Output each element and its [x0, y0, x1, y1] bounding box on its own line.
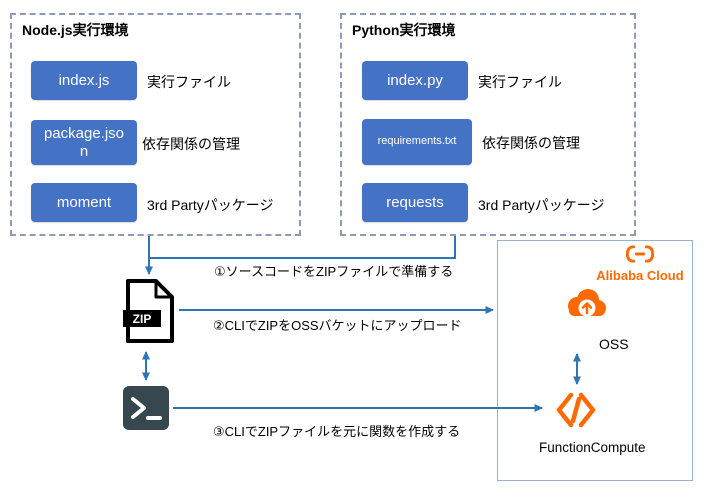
python-package-chip: requests — [362, 183, 468, 222]
python-package-desc: 3rd Partyパッケージ — [478, 197, 605, 213]
nodejs-package-desc: 3rd Partyパッケージ — [147, 197, 274, 213]
nodejs-package-chip: moment — [31, 183, 137, 222]
alibaba-cloud-label: Alibaba Cloud — [596, 268, 684, 283]
alibaba-cloud-logo: Alibaba Cloud — [588, 245, 692, 283]
step-2-label: ②CLIでZIPをOSSバケットにアップロード — [213, 318, 462, 333]
nodejs-dependency-desc: 依存関係の管理 — [142, 136, 240, 152]
nodejs-file-desc: 実行ファイル — [147, 74, 231, 90]
function-compute-label: FunctionCompute — [539, 440, 646, 455]
python-to-zip-connector — [150, 236, 456, 259]
nodejs-environment-box: Node.js実行環境 index.js 実行ファイル package.json… — [10, 13, 301, 236]
alibaba-brackets-icon — [625, 245, 655, 263]
nodejs-file-chip: index.js — [31, 61, 137, 100]
python-dependency-chip: requirements.txt — [362, 119, 472, 165]
alibaba-cloud-box: Alibaba Cloud OSS FunctionCompute — [497, 240, 693, 481]
python-file-chip: index.py — [362, 61, 468, 100]
python-box-title: Python実行環境 — [352, 22, 456, 38]
nodejs-box-title: Node.js実行環境 — [22, 22, 129, 38]
python-environment-box: Python実行環境 index.py 実行ファイル requirements.… — [340, 13, 636, 236]
nodejs-dependency-chip: package.json — [31, 120, 137, 165]
function-compute-icon — [556, 392, 596, 428]
terminal-icon — [123, 386, 169, 430]
zip-icon-label: ZIP — [133, 312, 152, 326]
python-dependency-desc: 依存関係の管理 — [482, 135, 580, 151]
step-1-label: ①ソースコードをZIPファイルで準備する — [214, 264, 454, 279]
oss-label: OSS — [599, 336, 629, 352]
zip-file-icon: ZIP — [123, 279, 174, 343]
step-3-label: ③CLIでZIPファイルを元に関数を作成する — [213, 424, 461, 439]
oss-icon — [568, 289, 606, 317]
python-file-desc: 実行ファイル — [478, 74, 562, 90]
